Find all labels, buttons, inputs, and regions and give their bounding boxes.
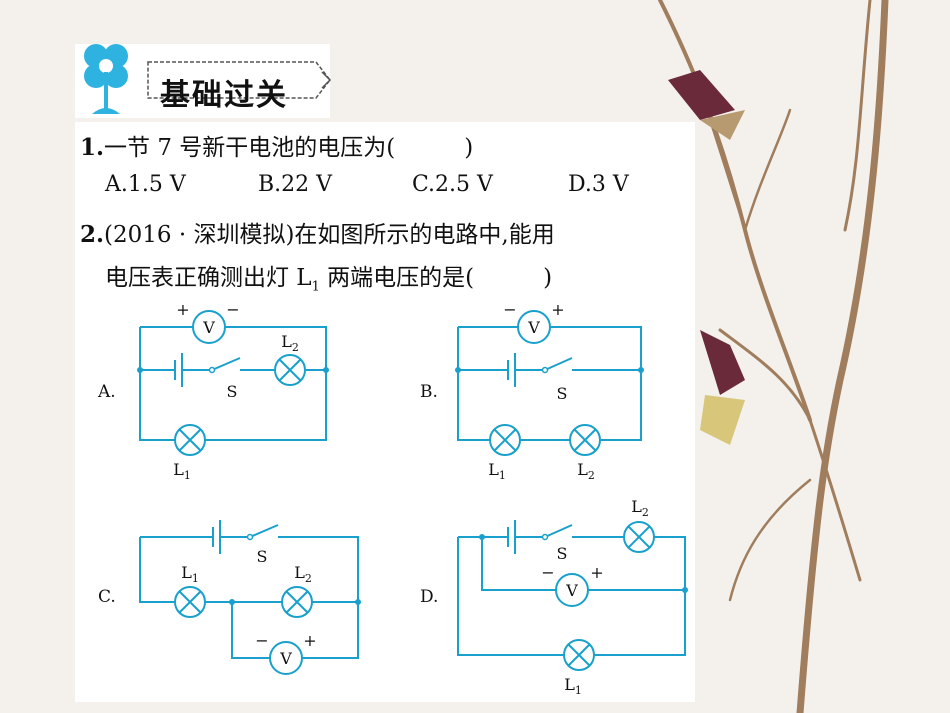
option-label-a: A. — [97, 382, 116, 402]
svg-text:L2: L2 — [631, 497, 649, 519]
switch-label: S — [257, 547, 268, 566]
circuit-d: L2 V − + L1 S D. — [420, 497, 688, 697]
voltmeter: V − + — [503, 300, 565, 344]
svg-text:+: + — [303, 631, 316, 650]
svg-text:+: + — [590, 563, 603, 582]
svg-text:L2: L2 — [577, 460, 595, 482]
circuit-a: V + − L2 L1 S A. — [97, 300, 329, 482]
voltmeter: V − + — [541, 563, 604, 607]
q1-option-d: D.3 V — [568, 172, 629, 197]
option-label-d: D. — [420, 587, 438, 607]
switch-label: S — [227, 382, 238, 401]
section-title: 基础过关 — [160, 78, 288, 113]
svg-text:L1: L1 — [181, 563, 199, 585]
svg-text:V: V — [279, 649, 292, 668]
question-text: 一节 7 号新干电池的电压为( ) — [104, 135, 474, 161]
circuit-c: L1 L2 V − + S C. — [98, 520, 361, 675]
section-banner — [84, 44, 332, 114]
svg-text:+: + — [176, 300, 189, 319]
lamp-l2: L2 — [274, 332, 306, 386]
q1-option-c: C.2.5 V — [412, 172, 493, 197]
svg-text:L1: L1 — [488, 460, 506, 482]
q1-option-a: A.1.5 V — [105, 172, 186, 197]
question-2-line-2: 电压表正确测出灯 L1 两端电压的是( ) — [105, 265, 553, 295]
lamp-l2: L2 — [281, 563, 313, 618]
question-text: (2016 · 深圳模拟)在如图所示的电路中,能用 — [104, 222, 555, 248]
svg-text:L2: L2 — [294, 563, 312, 585]
circuit-b: V − + L1 L2 S B. — [420, 300, 644, 482]
svg-text:−: − — [541, 563, 554, 582]
svg-text:+: + — [551, 300, 564, 319]
voltmeter: V + − — [176, 300, 240, 344]
svg-text:V: V — [202, 318, 215, 337]
svg-text:−: − — [226, 300, 239, 319]
question-number: 2. — [80, 221, 105, 248]
svg-text:L1: L1 — [564, 675, 582, 697]
question-2: 2.(2016 · 深圳模拟)在如图所示的电路中,能用 — [80, 215, 555, 249]
clover-icon — [84, 44, 128, 114]
svg-text:V: V — [527, 318, 540, 337]
svg-text:V: V — [565, 581, 578, 600]
voltmeter: V − + — [255, 631, 317, 675]
option-label-b: B. — [420, 382, 438, 402]
q1-option-b: B.22 V — [258, 172, 333, 197]
lamp-l2: L2 — [569, 424, 601, 482]
svg-text:L2: L2 — [281, 332, 299, 354]
switch-label: S — [557, 384, 568, 403]
lamp-l1: L1 — [488, 424, 521, 482]
svg-text:L1: L1 — [173, 460, 191, 482]
switch-label: S — [557, 544, 568, 563]
question-number: 1. — [80, 134, 105, 161]
lamp-l1: L1 — [173, 424, 206, 482]
question-1: 1.一节 7 号新干电池的电压为( ) — [80, 128, 473, 162]
svg-text:−: − — [503, 300, 516, 319]
circuit-diagrams: .w { stroke:#1aa0cc; stroke-width:2; fil… — [97, 300, 688, 697]
option-label-c: C. — [98, 587, 116, 607]
svg-text:−: − — [255, 631, 268, 650]
lamp-l1: L1 — [563, 639, 595, 697]
lamp-l2: L2 — [623, 497, 655, 553]
lamp-l1: L1 — [174, 563, 206, 618]
